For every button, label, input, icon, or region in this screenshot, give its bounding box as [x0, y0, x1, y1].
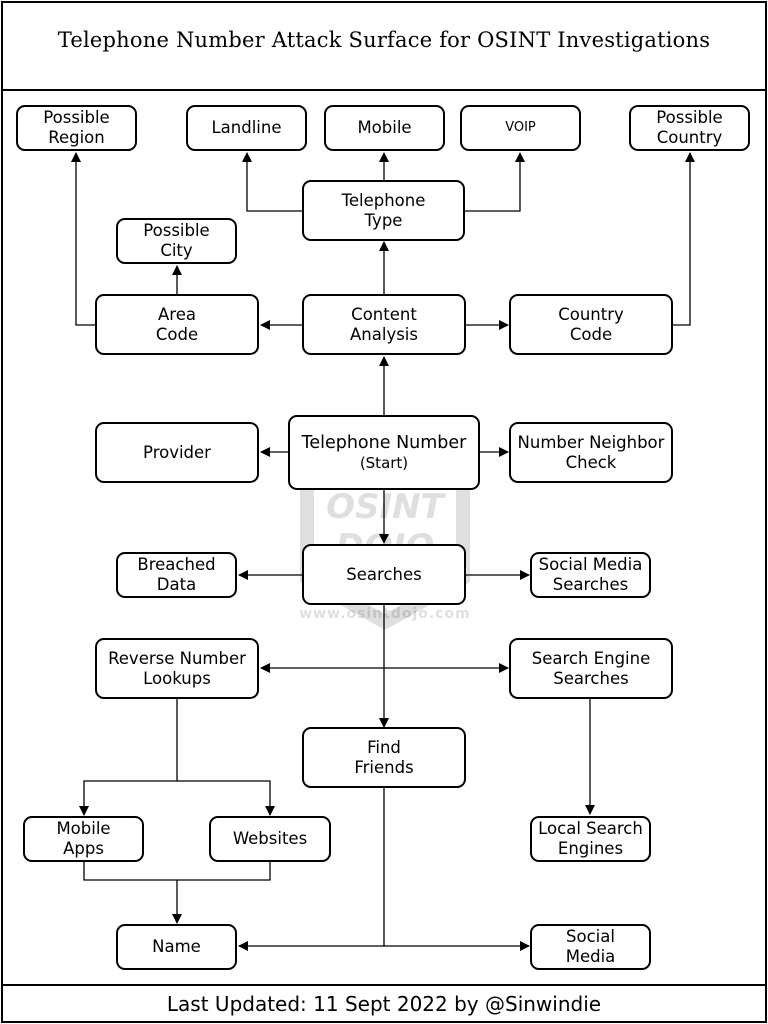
- node-mobile: Mobile: [324, 105, 445, 151]
- node-search-engine-searches: Search Engine Searches: [509, 638, 673, 699]
- node-possible-country: Possible Country: [629, 105, 750, 151]
- node-breached-data: Breached Data: [116, 552, 237, 598]
- node-telephone-type: Telephone Type: [302, 180, 465, 241]
- footer-frame: [1, 984, 767, 1023]
- node-local-search-engines: Local Search Engines: [530, 816, 651, 862]
- edge-type-to-voip: [465, 152, 525, 212]
- start-sublabel: (Start): [359, 453, 409, 472]
- node-name: Name: [116, 924, 237, 970]
- node-voip: VOIP: [460, 105, 581, 151]
- page-title: Telephone Number Attack Surface for OSIN…: [57, 28, 711, 52]
- watermark-brand-top: OSINT: [326, 487, 446, 527]
- edge-reverse-to-websites: [177, 780, 275, 816]
- node-social-media: Social Media: [530, 924, 651, 970]
- node-possible-region: Possible Region: [16, 105, 137, 151]
- edge-apps-websites-merge: [83, 861, 271, 881]
- node-websites: Websites: [209, 816, 331, 862]
- edge-area-to-region: [71, 152, 96, 326]
- node-landline: Landline: [186, 105, 307, 151]
- node-social-media-searches: Social Media Searches: [530, 552, 651, 598]
- node-number-neighbor-check: Number Neighbor Check: [509, 422, 673, 483]
- node-country-code: Country Code: [509, 294, 673, 355]
- node-content-analysis: Content Analysis: [302, 294, 466, 355]
- node-telephone-number-start: Telephone Number (Start): [288, 415, 480, 490]
- node-possible-city: Possible City: [116, 218, 237, 264]
- node-searches: Searches: [302, 544, 466, 605]
- footer-last-updated: Last Updated: 11 Sept 2022 by @Sinwindie: [166, 992, 602, 1016]
- node-find-friends: Find Friends: [302, 727, 466, 788]
- node-provider: Provider: [95, 422, 259, 483]
- node-area-code: Area Code: [95, 294, 259, 355]
- edge-reverse-split: [79, 699, 178, 816]
- start-label: Telephone Number: [301, 432, 467, 453]
- node-reverse-number-lookups: Reverse Number Lookups: [95, 638, 259, 699]
- edge-country-to-possible-country: [672, 152, 695, 326]
- node-mobile-apps: Mobile Apps: [23, 816, 144, 862]
- edge-type-to-landline: [242, 152, 303, 212]
